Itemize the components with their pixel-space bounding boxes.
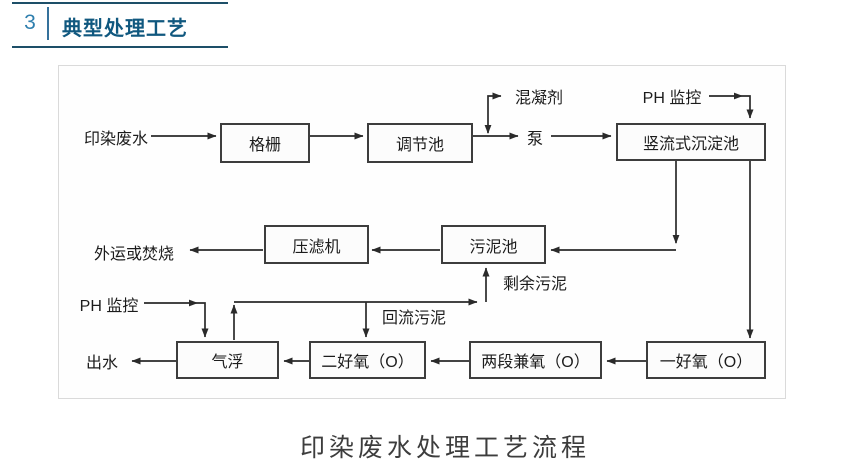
flow-diagram: 格栅 调节池 竖流式沉淀池 压滤机 污泥池 气浮 二好氧（O） 两段兼氧（O） … [58,65,786,399]
box-air-flotation: 气浮 [176,341,279,379]
arrowhead-coagulant-junction-down [484,125,492,134]
box-second-aerobic: 二好氧（O） [309,341,426,379]
arrow-ph-bottom-to-air-flotation [144,302,209,338]
section-title: 典型处理工艺 [62,18,188,40]
flow-connectors [131,92,754,365]
arrowhead-ph-bottom-right [189,299,198,307]
arrowhead-vfs-down [672,235,680,244]
arrow-branch-to-coagulant [487,92,502,133]
box-regulating-tank: 调节池 [367,123,473,163]
box-two-stage-facultative: 两段兼氧（O） [469,341,602,379]
label-ph-monitor-top: PH 监控 [642,90,702,107]
label-return-sludge: 回流污泥 [381,310,447,327]
label-transport-or-incineration: 外运或焚烧 [93,246,175,263]
box-vertical-flow-sedimentation-tank: 竖流式沉淀池 [616,123,766,161]
label-coagulant: 混凝剂 [514,90,564,107]
box-bar-screen: 格栅 [220,123,310,163]
label-pump: 泵 [526,131,544,148]
arrow-ph-top-to-vfs-tank [709,95,754,119]
label-influent-dyeing-wastewater: 印染废水 [83,131,149,148]
arrowhead-ph-top-right [734,92,743,100]
box-filter-press: 压滤机 [264,225,369,264]
box-sludge-tank: 污泥池 [441,225,546,264]
header-divider [47,7,49,40]
box-first-aerobic: 一好氧（O） [646,341,766,379]
section-number: 3 [24,11,36,34]
label-excess-sludge: 剩余污泥 [502,276,568,293]
figure-caption: 印染废水处理工艺流程 [300,434,591,462]
header-top-rule [12,2,228,4]
header-bottom-rule [12,46,228,48]
label-ph-monitor-bottom: PH 监控 [79,298,139,315]
label-effluent: 出水 [85,355,119,372]
